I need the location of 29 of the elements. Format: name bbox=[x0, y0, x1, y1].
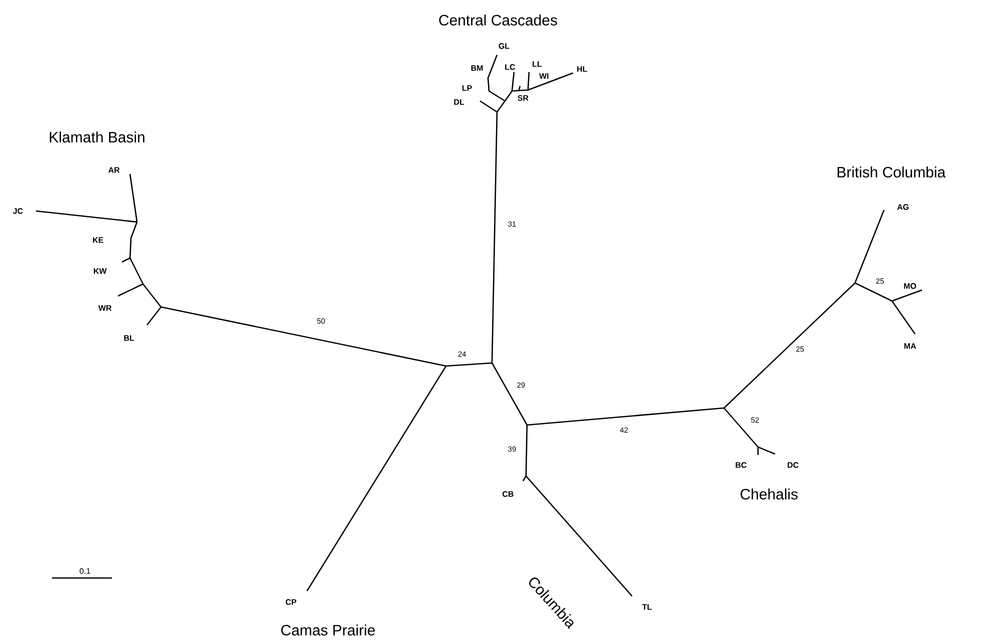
tip-label: LL bbox=[532, 61, 542, 67]
tip-label: MO bbox=[904, 283, 916, 289]
tip-label: KE bbox=[92, 237, 104, 243]
tip-label: LC bbox=[505, 64, 516, 70]
tip-label: KW bbox=[94, 268, 107, 274]
clade-label: British Columbia bbox=[838, 166, 946, 178]
clade-label: Klamath Basin bbox=[50, 132, 144, 142]
scale-label: 0.1 bbox=[80, 568, 90, 574]
tip-label: WR bbox=[98, 305, 112, 311]
tip-label: WI bbox=[539, 73, 548, 79]
tip-label: DC bbox=[788, 462, 799, 468]
tip-label: AG bbox=[897, 204, 908, 210]
tip-label: JC bbox=[13, 208, 23, 214]
tip-label: CP bbox=[286, 599, 296, 605]
clade-label: Central Cascades bbox=[439, 14, 558, 26]
tip-label: BM bbox=[471, 65, 483, 71]
tip-label: BL bbox=[124, 335, 134, 341]
tip-label: SR bbox=[518, 95, 528, 101]
tip-label: DL bbox=[454, 99, 464, 105]
clade-label: Camas Prairie bbox=[281, 624, 375, 636]
tip-label: MA bbox=[904, 343, 916, 349]
tip-label: HL bbox=[577, 66, 588, 72]
tip-label: BC bbox=[736, 462, 747, 468]
tip-label: CB bbox=[502, 491, 514, 497]
clade-label: Chehalis bbox=[740, 488, 798, 500]
tip-label: LP bbox=[462, 85, 472, 91]
tip-label: GL bbox=[498, 43, 510, 49]
tip-label: AR bbox=[108, 167, 120, 173]
tip-label: TL bbox=[642, 604, 652, 610]
